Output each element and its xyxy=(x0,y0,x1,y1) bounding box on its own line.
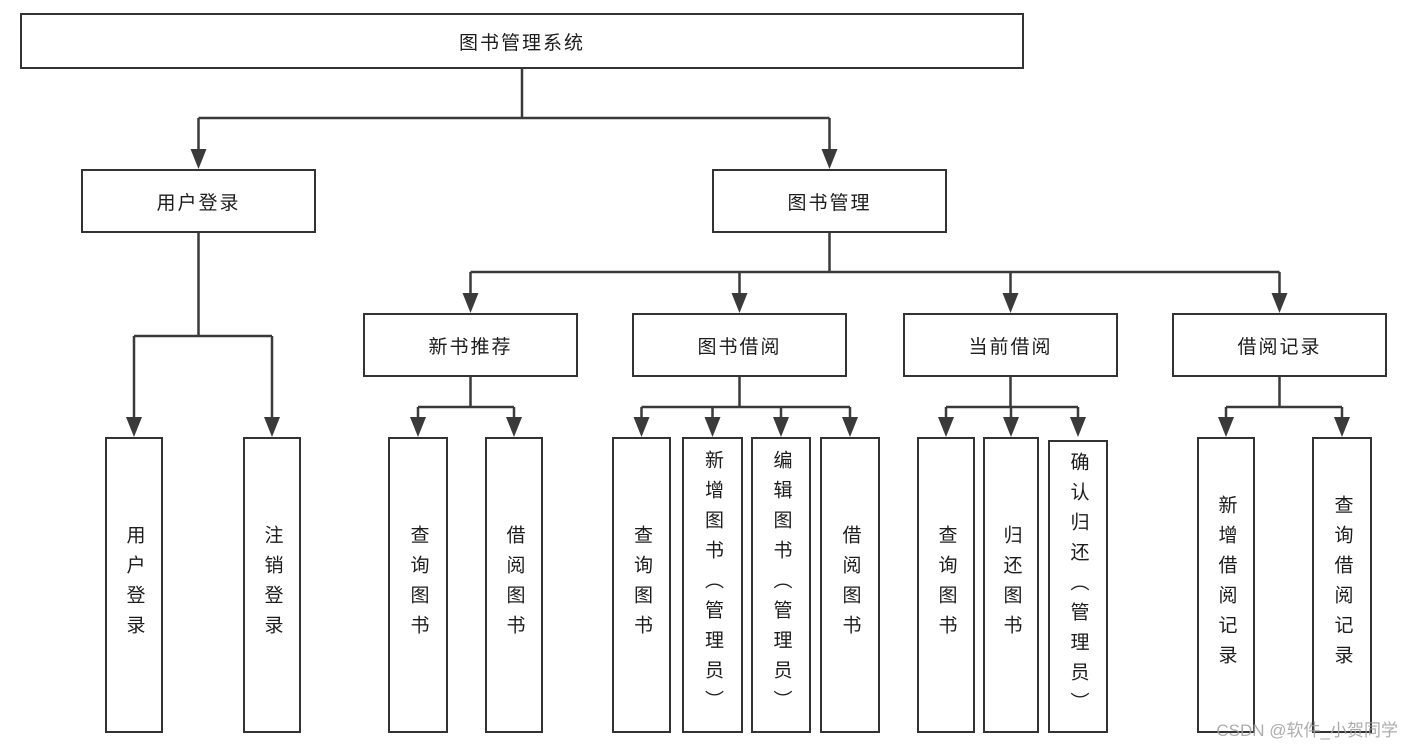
node-borrow-records: 借阅记录 xyxy=(1172,313,1387,377)
leaf-add-borrow-record-label: 新增借阅记录 xyxy=(1215,495,1237,675)
node-book-borrow-label: 图书借阅 xyxy=(697,336,782,358)
leaf-add-book-admin: 新增图书（管理员） xyxy=(682,437,743,733)
leaf-add-book-admin-label: 新增图书（管理员） xyxy=(702,450,723,720)
leaf-query-borrow-record: 查询借阅记录 xyxy=(1312,437,1372,733)
leaf-borrow-books-2: 借阅图书 xyxy=(820,437,880,733)
leaf-query-borrow-record-label: 查询借阅记录 xyxy=(1331,495,1353,675)
leaf-edit-book-admin: 编辑图书（管理员） xyxy=(751,437,811,733)
node-book-management-group: 图书管理 xyxy=(712,169,947,233)
leaf-query-books-1-label: 查询图书 xyxy=(407,525,429,645)
leaf-logout: 注销登录 xyxy=(243,437,301,733)
leaf-edit-book-admin-label: 编辑图书（管理员） xyxy=(770,450,792,720)
leaf-add-borrow-record: 新增借阅记录 xyxy=(1197,437,1255,733)
node-library-management-system: 图书管理系统 xyxy=(20,13,1024,69)
leaf-return-books: 归还图书 xyxy=(983,437,1039,733)
node-new-book-recommend-label: 新书推荐 xyxy=(428,336,513,358)
node-new-book-recommend: 新书推荐 xyxy=(363,313,578,377)
leaf-borrow-books-1-label: 借阅图书 xyxy=(503,525,525,645)
leaf-user-login-label: 用户登录 xyxy=(123,525,145,645)
node-user-login-group-label: 用户登录 xyxy=(156,192,241,214)
leaf-logout-label: 注销登录 xyxy=(261,525,283,645)
leaf-user-login: 用户登录 xyxy=(105,437,163,733)
leaf-query-books-2: 查询图书 xyxy=(612,437,671,733)
node-user-login-group: 用户登录 xyxy=(81,169,316,233)
leaf-borrow-books-1: 借阅图书 xyxy=(485,437,543,733)
leaf-query-books-3: 查询图书 xyxy=(917,437,975,733)
leaf-query-books-3-label: 查询图书 xyxy=(935,525,957,645)
node-book-management-group-label: 图书管理 xyxy=(787,192,872,214)
leaf-return-books-label: 归还图书 xyxy=(1000,525,1022,645)
node-borrow-records-label: 借阅记录 xyxy=(1237,336,1322,358)
leaf-query-books-2-label: 查询图书 xyxy=(631,525,652,645)
node-current-borrow-label: 当前借阅 xyxy=(968,336,1053,358)
leaf-confirm-return-admin: 确认归还（管理员） xyxy=(1048,440,1108,733)
node-current-borrow: 当前借阅 xyxy=(903,313,1118,377)
leaf-confirm-return-admin-label: 确认归还（管理员） xyxy=(1067,451,1089,722)
node-library-management-system-label: 图书管理系统 xyxy=(458,32,585,54)
leaf-query-books-1: 查询图书 xyxy=(388,437,448,733)
csdn-watermark: CSDN @软件_小贺同学 xyxy=(1216,721,1398,740)
leaf-borrow-books-2-label: 借阅图书 xyxy=(839,525,861,645)
node-book-borrow: 图书借阅 xyxy=(632,313,847,377)
